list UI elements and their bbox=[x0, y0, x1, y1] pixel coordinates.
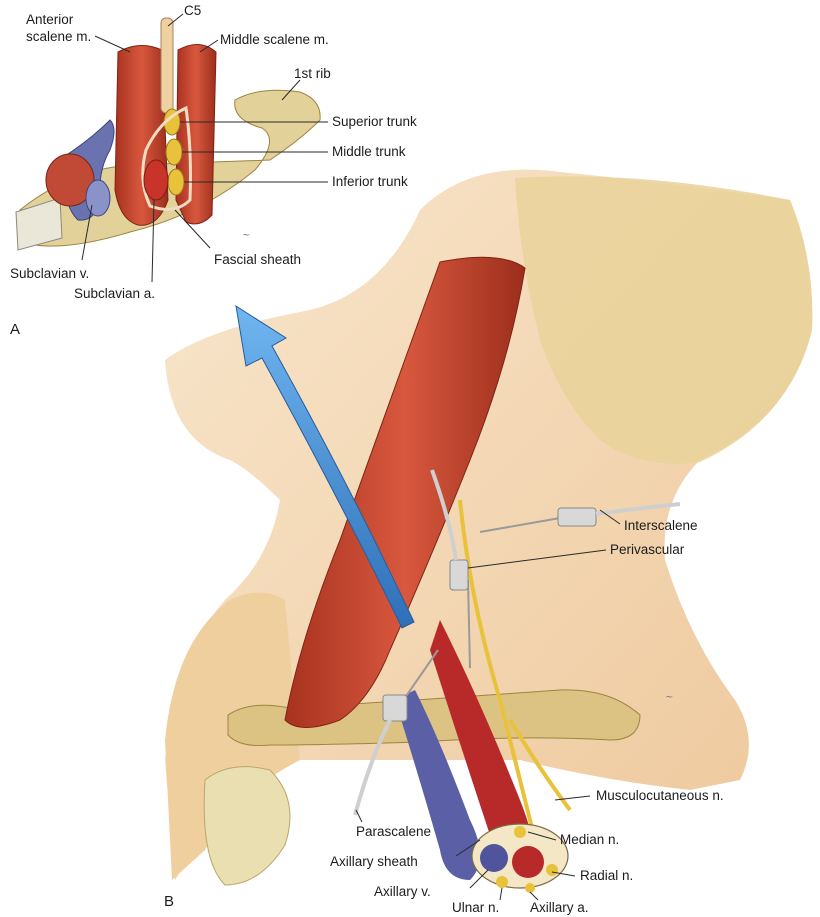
median-nerve-section bbox=[514, 826, 526, 838]
nerve-bundle bbox=[458, 499, 542, 861]
label-c5: C5 bbox=[184, 3, 201, 18]
label-radial: Radial n. bbox=[580, 868, 633, 883]
subclavian-artery-section bbox=[143, 159, 169, 201]
axillary-artery-section bbox=[512, 846, 544, 878]
label-inferior-trunk: Inferior trunk bbox=[332, 174, 408, 189]
axillary-artery bbox=[430, 620, 534, 873]
label-axillary-sheath: Axillary sheath bbox=[330, 854, 418, 869]
label-axillary-v: Axillary v. bbox=[374, 884, 431, 899]
subclavian-vein-section bbox=[45, 153, 95, 207]
musculocutaneous-nerve-line bbox=[508, 718, 572, 812]
label-subclavian-v: Subclavian v. bbox=[10, 266, 89, 281]
hair bbox=[515, 176, 813, 464]
perivascular-needle bbox=[430, 469, 471, 669]
humerus bbox=[203, 766, 291, 886]
middle-trunk-shape bbox=[165, 138, 183, 166]
inferior-trunk-shape bbox=[167, 168, 185, 196]
label-parascalene: Parascalene bbox=[356, 824, 431, 839]
leader-lines bbox=[81, 13, 621, 901]
label-musculocutaneous: Musculocutaneous n. bbox=[596, 788, 724, 803]
label-middle-scalene: Middle scalene m. bbox=[220, 32, 329, 47]
radial-nerve-section bbox=[546, 864, 558, 876]
label-superior-trunk: Superior trunk bbox=[332, 114, 417, 129]
axillary-vein bbox=[395, 690, 480, 880]
panel-label-a: A bbox=[10, 321, 20, 338]
label-fascial-sheath: Fascial sheath bbox=[214, 252, 301, 267]
ulnar-nerve-section bbox=[496, 876, 508, 888]
parascalene-needle bbox=[353, 649, 439, 816]
axillary-nerve-section bbox=[525, 883, 535, 893]
label-middle-trunk: Middle trunk bbox=[332, 144, 406, 159]
label-ulnar: Ulnar n. bbox=[452, 900, 499, 915]
label-axillary-a: Axillary a. bbox=[530, 900, 589, 915]
c5-root bbox=[160, 17, 174, 114]
middle-scalene bbox=[175, 44, 217, 225]
fascial-sheath-outline bbox=[141, 105, 192, 211]
subclavian-vein-cut bbox=[85, 179, 111, 217]
main-signature: ~ bbox=[665, 692, 673, 703]
clavicle-block bbox=[15, 197, 63, 251]
label-perivascular: Perivascular bbox=[610, 542, 685, 557]
label-first-rib: 1st rib bbox=[294, 66, 331, 81]
direction-arrow bbox=[235, 304, 415, 629]
panel-label-b: B bbox=[164, 893, 174, 910]
label-median: Median n. bbox=[560, 832, 619, 847]
label-anterior-scalene-1: Anterior bbox=[26, 12, 74, 27]
label-interscalene: Interscalene bbox=[624, 518, 698, 533]
label-anterior-scalene-2: scalene m. bbox=[26, 29, 91, 44]
axillary-vein-section bbox=[480, 844, 508, 872]
label-subclavian-a: Subclavian a. bbox=[74, 286, 155, 301]
inset-signature: ~ bbox=[242, 230, 250, 241]
